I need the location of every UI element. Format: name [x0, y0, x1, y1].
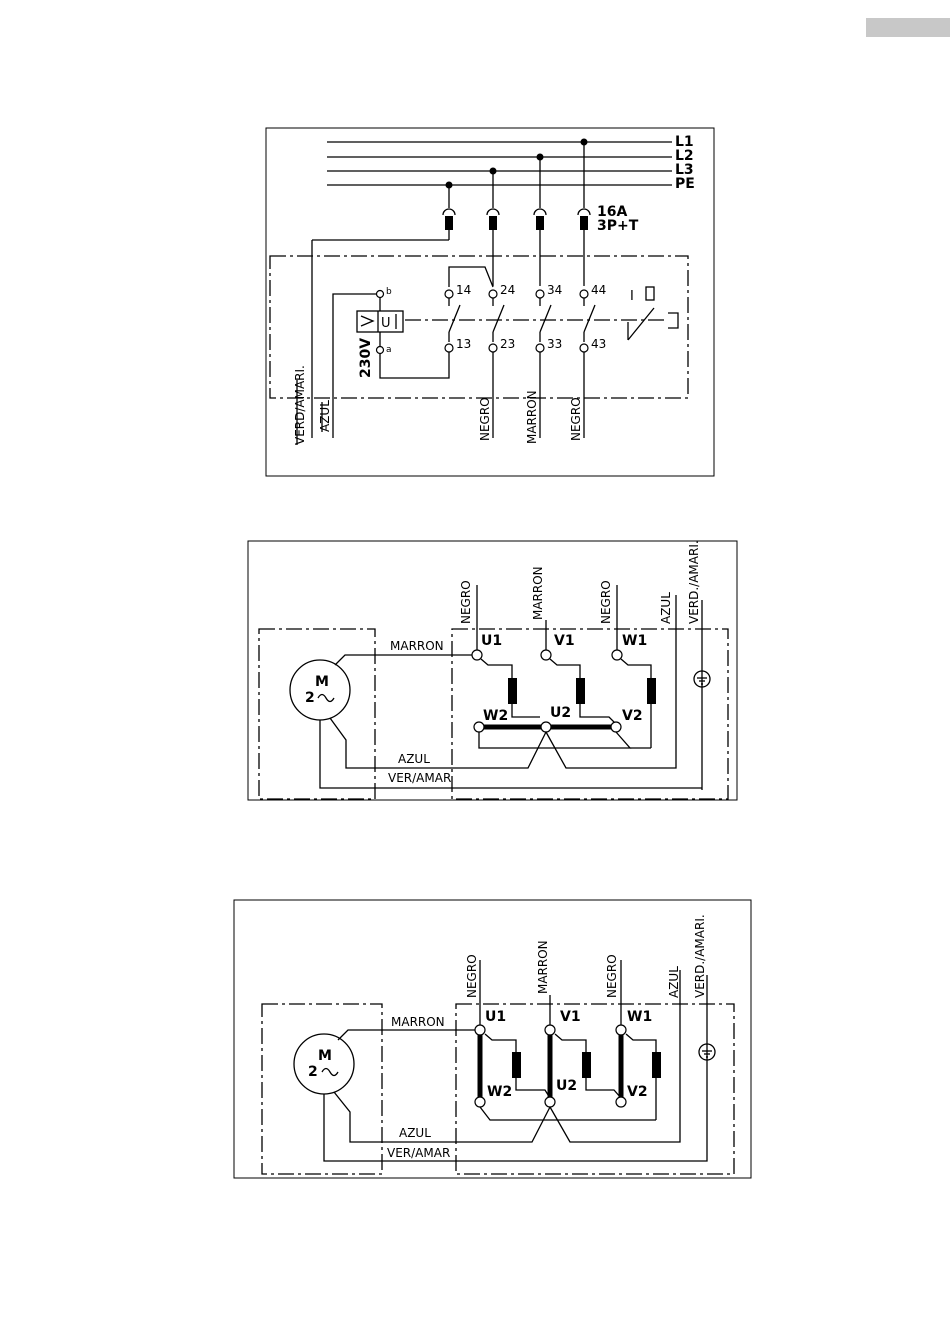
breaker-poles: [443, 209, 590, 230]
top-wire-verd-amari-b: VERD./AMARI.: [693, 914, 707, 998]
motor-symbol-2: [294, 1034, 354, 1094]
terminal-u1: U1: [481, 633, 502, 649]
on-off-symbol: I: [628, 287, 678, 340]
contact-34: 34: [547, 283, 562, 297]
wire-marron-label: MARRON: [390, 639, 444, 653]
top-wire-negro-1-b: NEGRO: [465, 954, 479, 998]
terminal-v2-b: V2: [627, 1084, 648, 1100]
undervoltage-coil: U: [357, 311, 403, 332]
motor-phase: 2: [305, 690, 315, 706]
top-wire-azul-b: AZUL: [667, 966, 681, 998]
top-wire-marron-b: MARRON: [536, 940, 550, 994]
top-wire-marron: MARRON: [531, 566, 545, 620]
wire-verd-amari: VERD/AMARI.: [293, 365, 307, 445]
motor-symbol: [290, 660, 350, 720]
terminal-v1: V1: [554, 633, 575, 649]
contact-33: 33: [547, 337, 562, 351]
terminal-w2-b: W2: [487, 1084, 512, 1100]
diagram-contactor: L1 L2 L3 PE 16A 3P+T: [266, 128, 714, 476]
contact-43: 43: [591, 337, 606, 351]
wire-marron-label-b: MARRON: [391, 1015, 445, 1029]
wire-negro-2: NEGRO: [569, 397, 583, 441]
wire-marron: MARRON: [525, 390, 539, 444]
wire-azul-label-b: AZUL: [399, 1126, 431, 1140]
diagram-motor-star: M 2 NEGRO MARRON NEGRO AZUL VERD./AMARI.…: [248, 540, 737, 800]
terminal-w1-b: W1: [627, 1009, 652, 1025]
motor-label-2: M: [318, 1048, 332, 1064]
terminal-v2: V2: [622, 708, 643, 724]
diagram-motor-delta: M 2 NEGRO MARRON NEGRO AZUL VERD./AMARI.…: [234, 900, 751, 1178]
coil-label: U: [381, 316, 391, 331]
breaker-poles-label: 3P+T: [597, 218, 639, 234]
wire-azul-label: AZUL: [398, 752, 430, 766]
wire-negro-1: NEGRO: [478, 397, 492, 441]
contact-44: 44: [591, 283, 606, 297]
contact-13: 13: [456, 337, 471, 351]
motor-label: M: [315, 674, 329, 690]
coil-term-a: a: [386, 345, 392, 355]
top-wire-negro-2: NEGRO: [599, 580, 613, 624]
terminal-w2: W2: [483, 708, 508, 724]
bus-label-pe: PE: [675, 176, 695, 192]
terminal-u2-b: U2: [556, 1078, 577, 1094]
terminal-u2: U2: [550, 705, 571, 721]
wire-veramar-label-b: VER/AMAR: [387, 1146, 450, 1160]
wire-veramar-label: VER/AMAR: [388, 771, 451, 785]
switch-symbol: I: [630, 289, 634, 304]
terminal-u1-b: U1: [485, 1009, 506, 1025]
coil-voltage: 230V: [358, 338, 374, 378]
top-wire-negro-2-b: NEGRO: [605, 954, 619, 998]
diagram3-frame: [234, 900, 751, 1178]
top-wire-azul: AZUL: [659, 592, 673, 624]
terminal-w1: W1: [622, 633, 647, 649]
contact-23: 23: [500, 337, 515, 351]
contact-24: 24: [500, 283, 515, 297]
contact-14: 14: [456, 283, 471, 297]
top-wire-negro-1: NEGRO: [459, 580, 473, 624]
diagram2-frame: [248, 541, 737, 800]
wire-azul: AZUL: [318, 400, 332, 432]
top-wire-verd-amari: VERD./AMARI.: [687, 540, 701, 624]
terminal-v1-b: V1: [560, 1009, 581, 1025]
coil-term-b: b: [386, 287, 392, 297]
motor-phase-2: 2: [308, 1064, 318, 1080]
